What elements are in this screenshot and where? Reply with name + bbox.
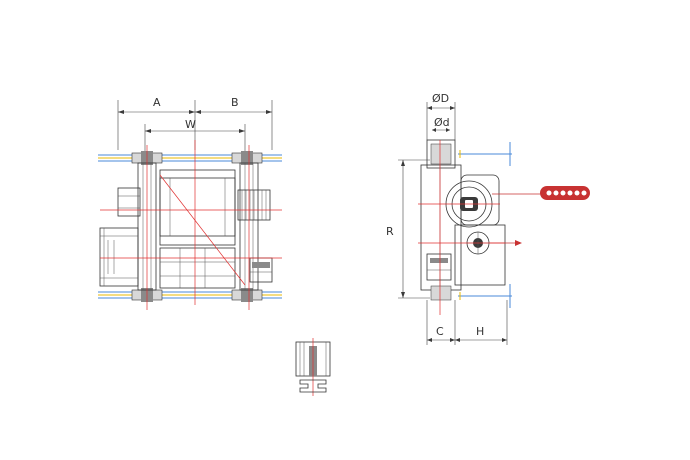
- dimension-w: W: [144, 118, 246, 152]
- dimension-ch: C H: [426, 300, 508, 345]
- dimension-phi: ØD Ød: [426, 92, 456, 140]
- dim-b-label: B: [231, 96, 239, 109]
- side-rails: [458, 142, 512, 308]
- dimension-ab: A B: [117, 96, 273, 150]
- drum: [159, 169, 236, 246]
- trolley-motor: [159, 247, 273, 289]
- dim-w-label: W: [185, 118, 196, 131]
- dim-h-label: H: [476, 325, 484, 338]
- spring-stack: [237, 189, 271, 221]
- top-rail: [98, 151, 282, 165]
- dim-a-label: A: [153, 96, 161, 109]
- dim-c-label: C: [436, 325, 444, 338]
- dimension-r: R: [386, 159, 430, 299]
- rail-section-detail: [295, 338, 331, 396]
- dim-phi-small-d-label: Ød: [434, 116, 450, 129]
- front-view: A B W: [98, 96, 282, 310]
- dim-phi-big-d-label: ØD: [432, 92, 449, 105]
- side-view: ØD Ød: [386, 92, 590, 345]
- pendant-control: [492, 186, 590, 200]
- dim-r-label: R: [386, 225, 394, 238]
- drum-motor: [99, 187, 141, 287]
